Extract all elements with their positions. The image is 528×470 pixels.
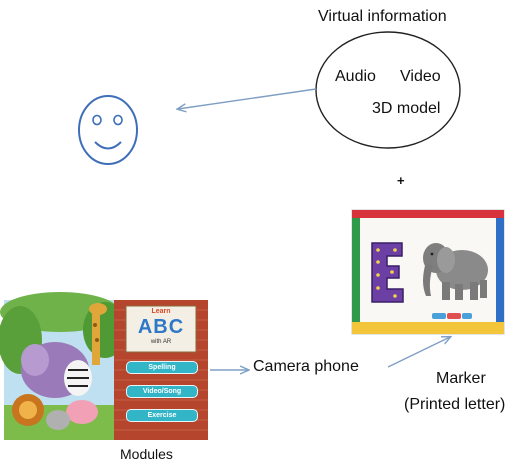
elephant-icon bbox=[423, 243, 488, 300]
virtual-information-label: Virtual information bbox=[318, 8, 447, 25]
model-3d-label: 3D model bbox=[372, 100, 441, 117]
plus-sign: + bbox=[397, 173, 405, 188]
module-button-exercise[interactable]: Exercise bbox=[126, 409, 198, 422]
zebra-icon bbox=[64, 360, 92, 396]
module-button-spelling[interactable]: Spelling bbox=[126, 361, 198, 374]
arrow-to-marker bbox=[387, 337, 450, 368]
module-button-spelling-label: Spelling bbox=[148, 364, 176, 371]
giraffe-icon bbox=[89, 303, 107, 365]
video-label: Video bbox=[400, 68, 441, 85]
module-logo-top: Learn bbox=[151, 308, 171, 315]
camera-phone-label: Camera phone bbox=[253, 358, 359, 375]
module-logo-main: ABC bbox=[137, 316, 185, 338]
printed-letter-label: (Printed letter) bbox=[404, 396, 506, 413]
marker-card bbox=[351, 209, 505, 335]
module-button-video-song[interactable]: Video/Song bbox=[126, 385, 198, 398]
lion-icon bbox=[12, 394, 44, 426]
arrow-to-user bbox=[178, 88, 317, 109]
module-button-exercise-label: Exercise bbox=[147, 412, 177, 419]
module-button-video-song-label: Video/Song bbox=[142, 388, 182, 395]
marker-label: Marker bbox=[436, 370, 486, 387]
smiley-face-icon bbox=[78, 95, 138, 165]
virtual-info-ellipse bbox=[315, 31, 461, 149]
modules-label: Modules bbox=[120, 446, 173, 462]
module-logo: Learn ABC with AR bbox=[126, 306, 196, 352]
letter-e-graphic bbox=[371, 242, 404, 303]
audio-label: Audio bbox=[335, 68, 376, 85]
module-logo-sub: with AR bbox=[150, 339, 172, 345]
